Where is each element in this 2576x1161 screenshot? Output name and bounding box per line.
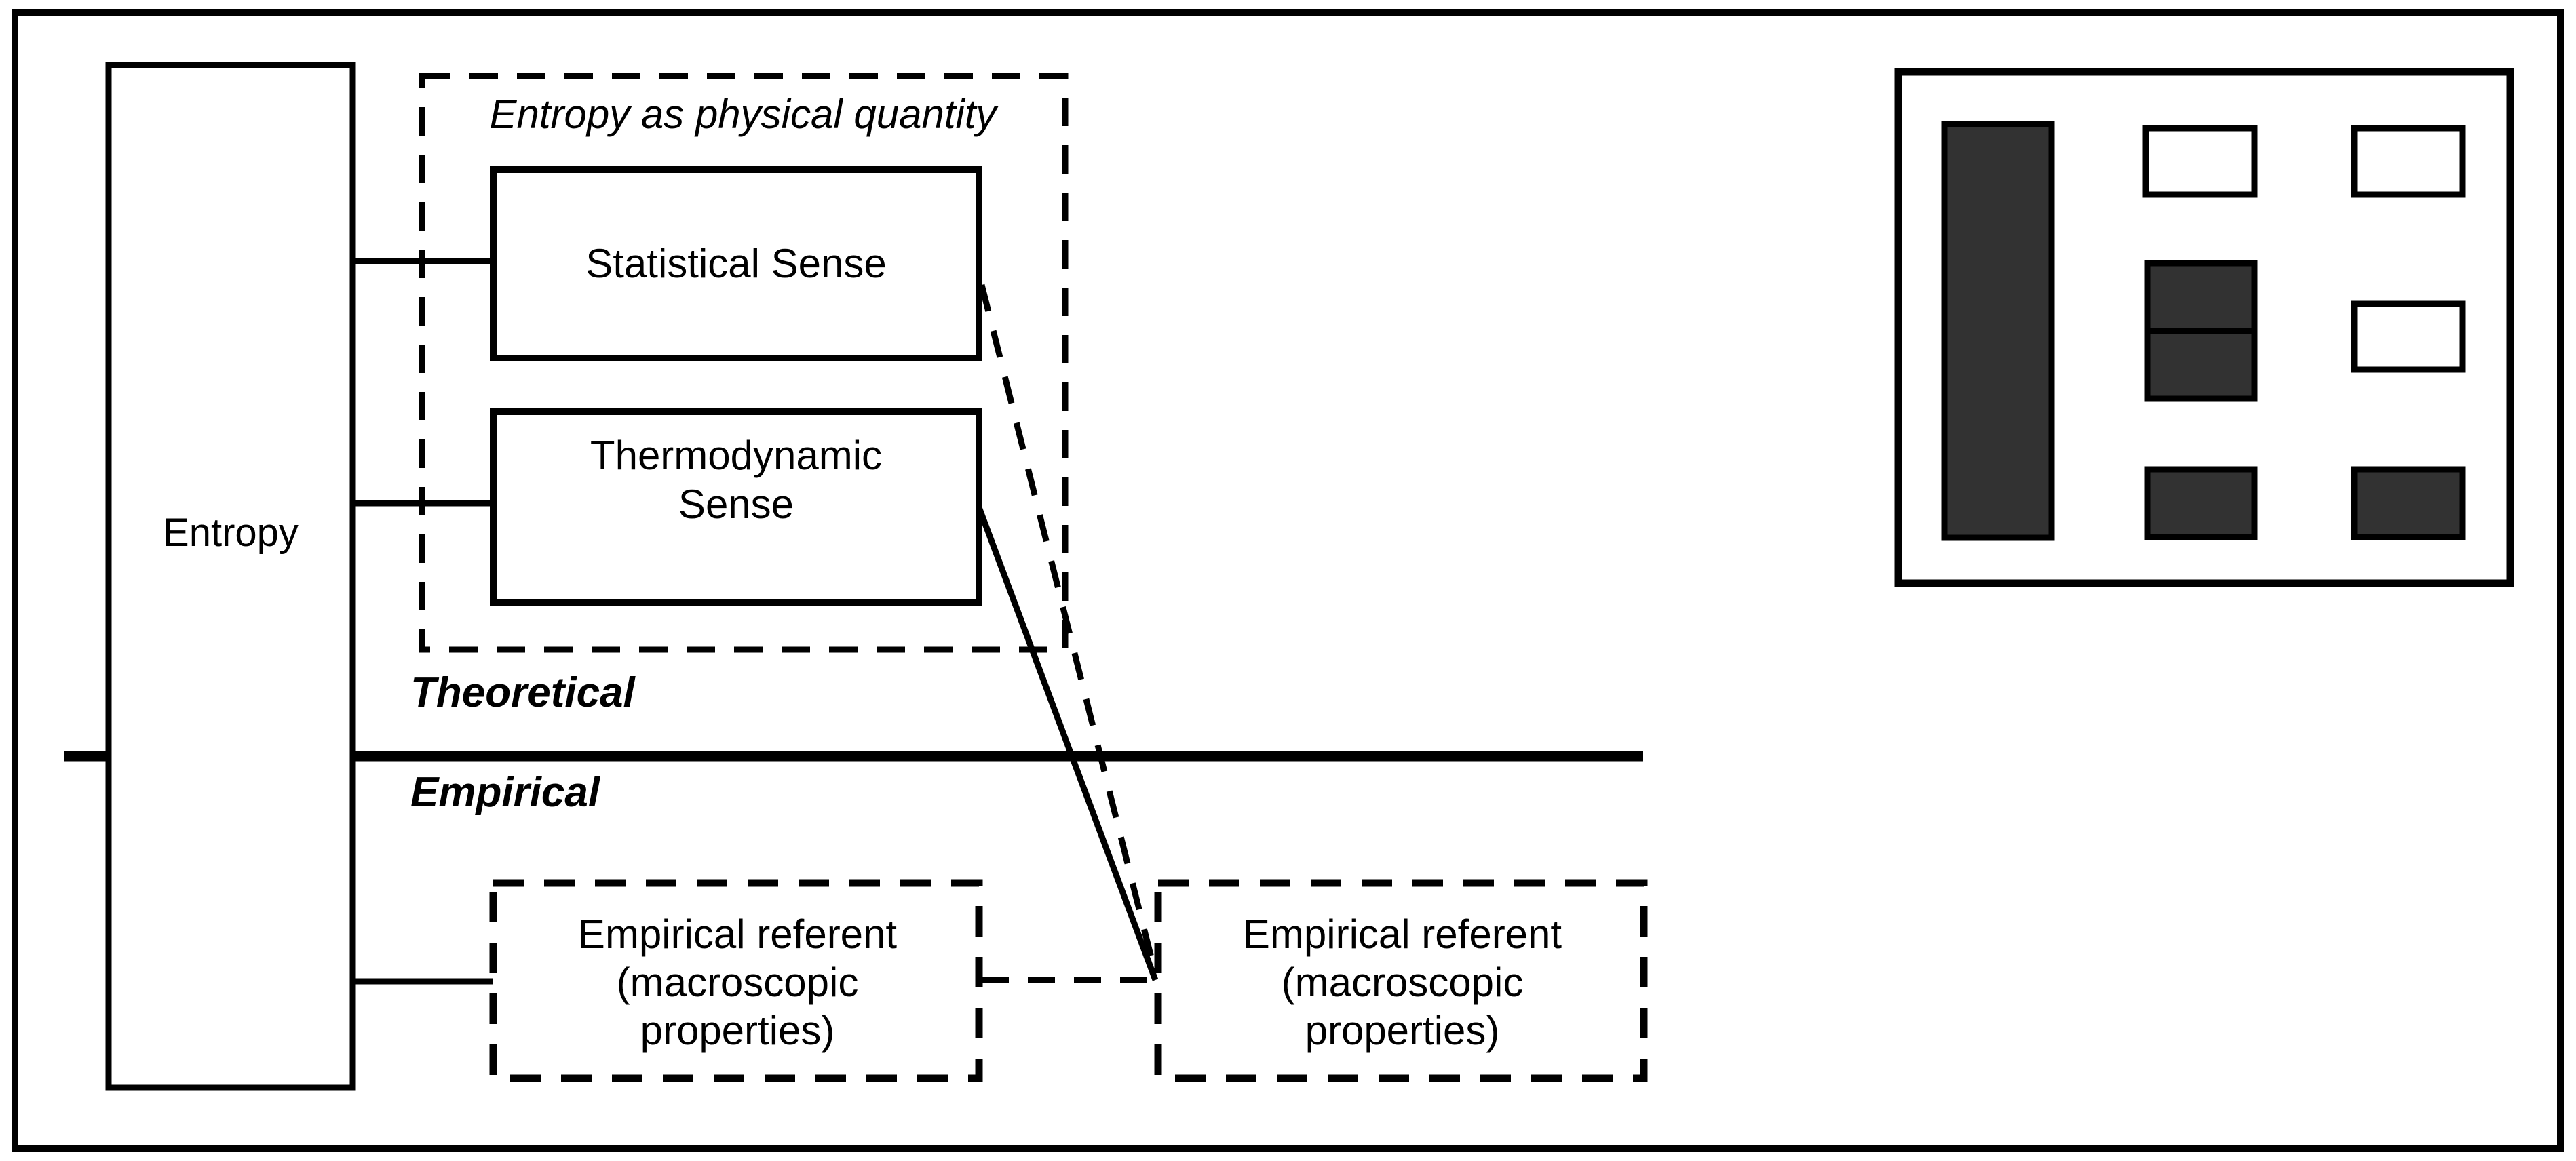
legend-block-right-middle: [2351, 300, 2466, 373]
physical-quantity-group-title: Entropy as physical quantity: [489, 92, 997, 137]
legend-block-tall-left: [1941, 121, 2055, 541]
legend-block-mid-top: [2142, 125, 2258, 198]
thermodynamic-sense-label: Thermodynamic Sense: [590, 433, 883, 527]
entropy-box-label: Entropy: [163, 511, 299, 555]
legend-block-right-bottom: [2351, 466, 2466, 540]
statistical-sense-box: [490, 166, 982, 361]
legend-block-mid-lower: [2144, 328, 2258, 402]
legend-block-right-top: [2351, 125, 2466, 198]
entropy-box: [105, 62, 356, 1091]
diagonal-statistical-to-referent-dashed: [978, 283, 1157, 967]
empirical-side-label: Empirical: [410, 769, 600, 816]
legend-block-mid-bottom: [2144, 466, 2258, 540]
empirical-referent-right-label: Empirical referent (macroscopic properti…: [1242, 911, 1562, 1053]
empirical-referent-left-box: [489, 879, 983, 1082]
statistical-sense-label: Statistical Sense: [585, 241, 887, 286]
thermodynamic-sense-box: [490, 408, 982, 606]
empirical-referent-left-label: Empirical referent (macroscopic properti…: [577, 911, 898, 1053]
legend-block-mid-upper: [2144, 260, 2258, 334]
physical-quantity-group-box: [419, 73, 1069, 653]
empirical-referent-right-box: [1154, 879, 1648, 1082]
theoretical-side-label: Theoretical: [410, 669, 635, 716]
diagonal-thermodynamic-to-referent-solid: [976, 506, 1159, 981]
